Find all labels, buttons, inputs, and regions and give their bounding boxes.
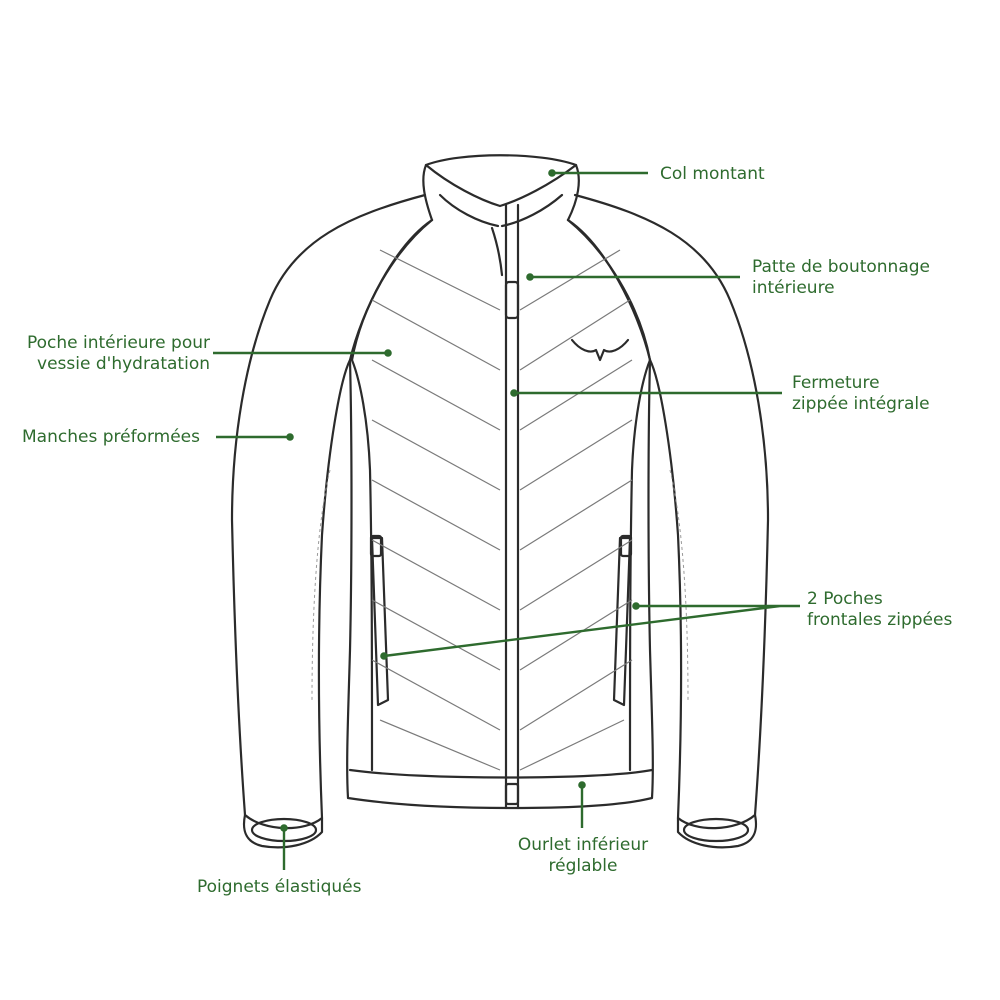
label-fermeture-line2: zippée intégrale [792, 394, 930, 414]
dot-poche-droite [632, 602, 640, 610]
left-pocket-pull [369, 534, 383, 558]
dot-poche-hydratation [384, 349, 392, 357]
label-poignets-text: Poignets élastiqués [197, 877, 362, 897]
leader-dots [280, 169, 640, 832]
dot-ourlet [578, 781, 586, 789]
label-patte-line1: Patte de boutonnage [752, 257, 931, 277]
label-poches-frontales: 2 Poches frontales zippées [807, 589, 952, 631]
label-poche-hydratation: Poche intérieure pour vessie d'hydratati… [27, 333, 210, 375]
dot-patte [526, 273, 534, 281]
collar [422, 154, 580, 222]
label-poche-hydratation-line2: vessie d'hydratation [37, 354, 210, 374]
right-pocket-pull [619, 534, 633, 558]
label-patte-line2: intérieure [752, 278, 835, 298]
left-pocket-zip [370, 536, 390, 707]
label-col-montant-text: Col montant [660, 164, 765, 184]
leader-poches-frontales [383, 604, 781, 658]
left-cuff [242, 813, 324, 849]
right-cuff-opening [682, 817, 750, 843]
right-cuff [676, 813, 758, 849]
label-col-montant: Col montant [660, 164, 765, 185]
label-poignets: Poignets élastiqués [197, 877, 361, 898]
zipper-pull [504, 280, 520, 320]
dot-col-montant [548, 169, 556, 177]
chevron-quilting [371, 249, 633, 771]
sleeve-stitching [311, 469, 689, 701]
right-raglan-seam [566, 218, 652, 362]
inner-placket [490, 226, 504, 277]
label-patte-boutonnage: Patte de boutonnage intérieure [752, 257, 930, 299]
hem-band [348, 768, 654, 779]
collar-fold-left [438, 193, 500, 228]
label-manches-text: Manches préformées [22, 427, 200, 447]
label-ourlet: Ourlet inférieur réglable [500, 835, 666, 877]
collar-fold-right [500, 193, 564, 228]
label-poche-hydratation-line1: Poche intérieure pour [26, 333, 210, 353]
label-manches: Manches préformées [22, 427, 200, 448]
left-sleeve [230, 193, 434, 830]
label-ourlet-line1: Ourlet inférieur [517, 835, 649, 855]
dot-fermeture [510, 389, 518, 397]
label-fermeture: Fermeture zippée intégrale [792, 373, 930, 415]
right-pocket-zip [612, 536, 632, 707]
brand-logo [570, 338, 630, 362]
label-poches-frontales-line2: frontales zippées [807, 610, 953, 630]
label-ourlet-line2: réglable [548, 856, 618, 876]
dot-manches [286, 433, 294, 441]
zipper-bottom-stop [504, 782, 520, 806]
right-side-panel [628, 358, 652, 772]
jacket-outline [230, 154, 770, 849]
leader-lines [213, 171, 800, 870]
right-sleeve [566, 193, 770, 830]
left-raglan-seam [350, 218, 434, 362]
collar-inner [424, 163, 578, 208]
jacket-body [346, 358, 654, 810]
label-poches-frontales-line1: 2 Poches [807, 589, 883, 609]
left-side-panel [350, 358, 374, 772]
label-fermeture-line1: Fermeture [792, 373, 880, 393]
dot-poignets [280, 824, 288, 832]
dot-poche-gauche [380, 652, 388, 660]
